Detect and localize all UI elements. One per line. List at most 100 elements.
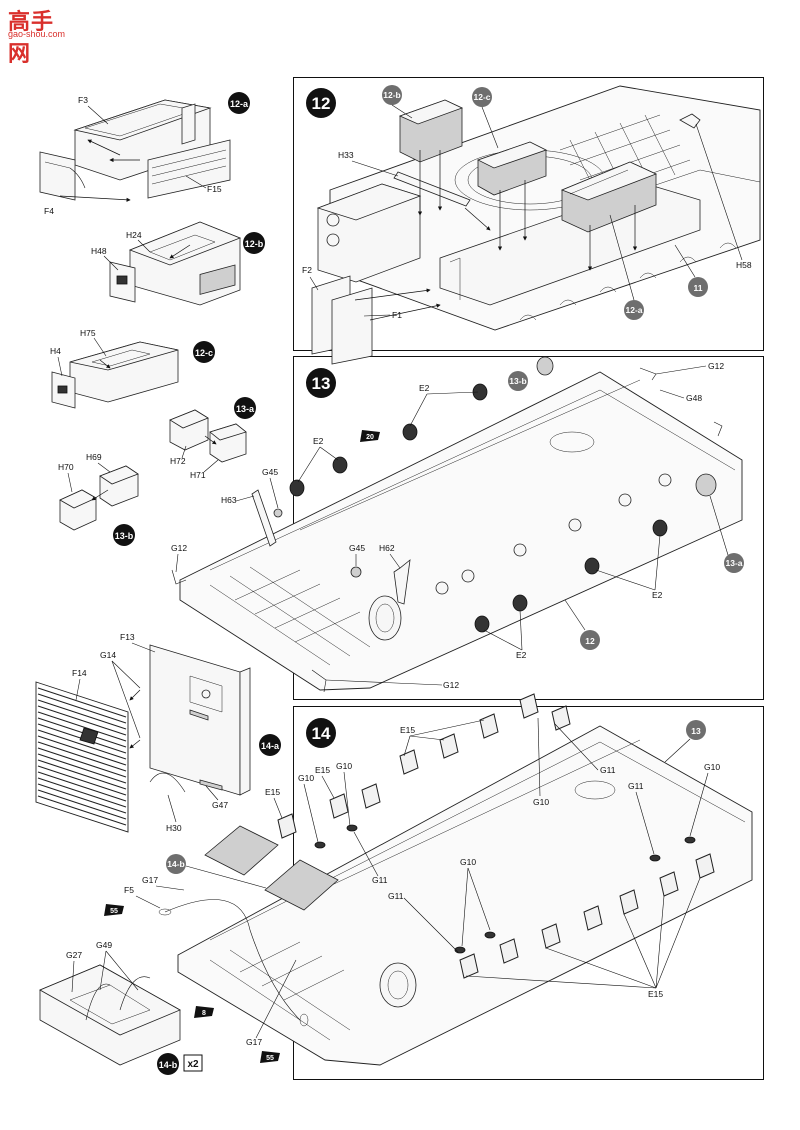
multiplier-x2: x2 bbox=[183, 1054, 203, 1072]
label-F5: F5 bbox=[124, 885, 134, 895]
subassembly-12b-drawing bbox=[109, 221, 242, 306]
step-12-number: 12 bbox=[312, 94, 331, 113]
label-G12-left: G12 bbox=[171, 543, 187, 553]
badge-13a-step: 13-a bbox=[724, 553, 744, 573]
flag-20-text: 20 bbox=[366, 434, 374, 441]
label-G27: G27 bbox=[66, 950, 82, 960]
flag-20: 20 bbox=[360, 430, 380, 442]
label-H58: H58 bbox=[736, 260, 752, 270]
grille-bars bbox=[37, 687, 127, 826]
badge-step14: 14 bbox=[306, 718, 336, 748]
label-E2-top: E2 bbox=[419, 383, 430, 393]
subassembly-12a-drawing bbox=[39, 99, 231, 202]
badge-14b-bottom: 14-b bbox=[157, 1053, 179, 1075]
label-F13: F13 bbox=[120, 632, 135, 642]
label-H63: H63 bbox=[221, 495, 237, 505]
watermark-logo: 高手网 gao-shou.com bbox=[4, 4, 76, 67]
badge-13b-text: 13-b bbox=[115, 531, 134, 541]
label-E15-b: E15 bbox=[315, 765, 330, 775]
badge-12b: 12-b bbox=[243, 232, 265, 254]
flag-8: 8 bbox=[194, 1006, 214, 1018]
subassembly-12c-drawing bbox=[51, 341, 179, 409]
label-G11-a: G11 bbox=[372, 875, 388, 885]
label-E2-left: E2 bbox=[313, 436, 324, 446]
label-G11-b: G11 bbox=[600, 765, 616, 775]
badge-14a: 14-a bbox=[259, 734, 281, 756]
label-E2-right: E2 bbox=[652, 590, 663, 600]
flag-55-top-text: 55 bbox=[110, 908, 118, 915]
badge-13a-text: 13-a bbox=[236, 404, 255, 414]
label-H24: H24 bbox=[126, 230, 142, 240]
ref-badge-11: 11 bbox=[688, 277, 708, 297]
badge-14a-text: 14-a bbox=[261, 741, 280, 751]
label-H75: H75 bbox=[80, 328, 96, 338]
badge-14b-bottom-text: 14-b bbox=[159, 1060, 178, 1070]
badge-step12: 12 bbox=[306, 88, 336, 118]
badge-step13: 13 bbox=[306, 368, 336, 398]
label-G10-c: G10 bbox=[533, 797, 549, 807]
label-F15: F15 bbox=[207, 184, 222, 194]
step-13-number: 13 bbox=[312, 374, 331, 393]
label-H62: H62 bbox=[379, 543, 395, 553]
label-G10-e: G10 bbox=[460, 857, 476, 867]
badge-14b-step-text: 14-b bbox=[167, 859, 184, 869]
label-G17-top: G17 bbox=[142, 875, 158, 885]
step-14-drawing bbox=[158, 693, 753, 1066]
badge-12b-step-text: 12-b bbox=[383, 90, 400, 100]
badge-12a-step-text: 12-a bbox=[625, 305, 642, 315]
label-H70: H70 bbox=[58, 462, 74, 472]
label-G45-mid: G45 bbox=[349, 543, 365, 553]
label-H30: H30 bbox=[166, 823, 182, 833]
label-H4: H4 bbox=[50, 346, 61, 356]
badge-12c: 12-c bbox=[193, 341, 215, 363]
step-12-drawing bbox=[311, 85, 761, 365]
watermark-url: gao-shou.com bbox=[8, 29, 66, 39]
flag-55-bottom: 55 bbox=[260, 1051, 280, 1063]
label-G12-top: G12 bbox=[708, 361, 724, 371]
label-F3: F3 bbox=[78, 95, 88, 105]
label-F14: F14 bbox=[72, 668, 87, 678]
label-G47: G47 bbox=[212, 800, 228, 810]
label-G49: G49 bbox=[96, 940, 112, 950]
ref-12-text: 12 bbox=[585, 636, 595, 646]
ref-badge-12: 12 bbox=[580, 630, 600, 650]
flag-55-top: 55 bbox=[104, 904, 124, 916]
label-G45-top: G45 bbox=[262, 467, 278, 477]
label-H71: H71 bbox=[190, 470, 206, 480]
subassembly-13b-drawing bbox=[59, 465, 139, 531]
badge-12b-step: 12-b bbox=[382, 85, 402, 105]
badge-13b-step: 13-b bbox=[508, 371, 528, 391]
flag-55-bottom-text: 55 bbox=[266, 1055, 274, 1062]
label-G10-a: G10 bbox=[298, 773, 314, 783]
step-14-number: 14 bbox=[312, 724, 331, 743]
badge-12a-step: 12-a bbox=[624, 300, 644, 320]
watermark-brand: 高手网 bbox=[8, 10, 55, 67]
label-H33: H33 bbox=[338, 150, 354, 160]
label-E15-top: E15 bbox=[400, 725, 415, 735]
badge-14b-step: 14-b bbox=[166, 854, 186, 874]
label-G14: G14 bbox=[100, 650, 116, 660]
label-H69: H69 bbox=[86, 452, 102, 462]
label-G10-b: G10 bbox=[336, 761, 352, 771]
label-E15-c: E15 bbox=[265, 787, 280, 797]
ref-badge-13: 13 bbox=[686, 720, 706, 740]
multiplier-text: x2 bbox=[187, 1059, 199, 1070]
label-G10-d: G10 bbox=[704, 762, 720, 772]
subassembly-13a-drawing bbox=[169, 409, 247, 463]
badge-12a: 12-a bbox=[228, 92, 250, 114]
label-E15-bottom: E15 bbox=[648, 989, 663, 999]
badge-13a-step-text: 13-a bbox=[725, 558, 742, 568]
badge-12c-step: 12-c bbox=[472, 87, 492, 107]
label-H48: H48 bbox=[91, 246, 107, 256]
label-F1: F1 bbox=[392, 310, 402, 320]
label-G17-bottom: G17 bbox=[246, 1037, 262, 1047]
ref-13-text: 13 bbox=[691, 726, 701, 736]
badge-12c-text: 12-c bbox=[195, 348, 213, 358]
badge-13a: 13-a bbox=[234, 397, 256, 419]
subassembly-14a-drawing bbox=[35, 644, 251, 833]
label-G48: G48 bbox=[686, 393, 702, 403]
label-F4: F4 bbox=[44, 206, 54, 216]
step-12-frame bbox=[293, 77, 764, 351]
label-E2-bottom: E2 bbox=[516, 650, 527, 660]
